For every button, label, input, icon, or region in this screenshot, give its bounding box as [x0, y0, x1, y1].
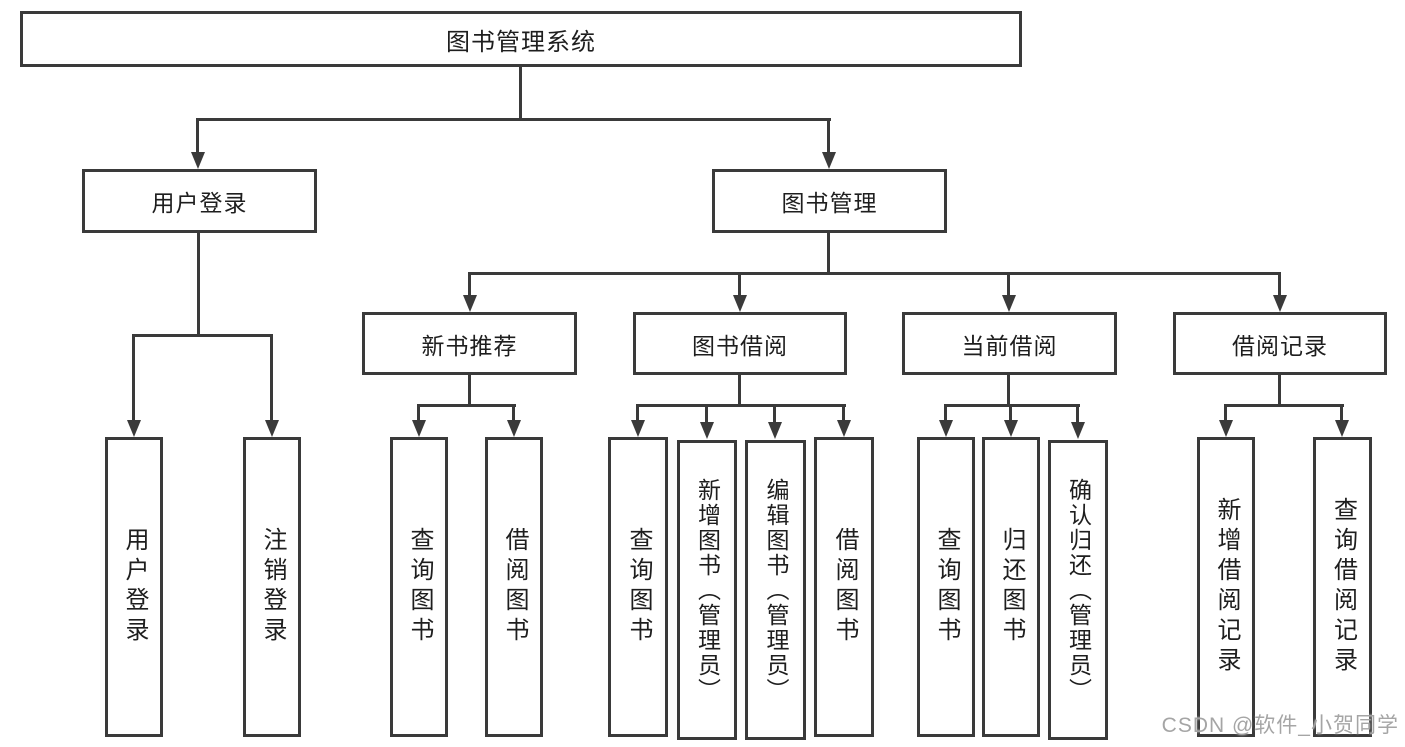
connector-to-leaf-logout	[270, 334, 273, 422]
connector-book-management-stem	[827, 233, 830, 275]
connector-borrowing-stem	[738, 375, 741, 407]
leaf-borrow-books-recommend-label: 借阅图书	[501, 527, 528, 647]
arrowhead-book-borrowing	[733, 295, 747, 312]
leaf-edit-books-admin: 编辑图书（管理员）	[745, 440, 806, 740]
node-root: 图书管理系统	[20, 11, 1022, 67]
arrowhead-current-borrowing	[1002, 295, 1016, 312]
leaf-user-login-label: 用户登录	[121, 527, 148, 647]
leaf-return-books: 归还图书	[982, 437, 1040, 737]
node-book-management-label: 图书管理	[781, 190, 878, 216]
connector-records-stem	[1278, 375, 1281, 407]
leaf-confirm-return-admin-label: 确认归还（管理员）	[1065, 477, 1092, 703]
connector-current-stem	[1007, 375, 1010, 407]
connector-to-confirm-return	[1076, 404, 1079, 422]
leaf-query-books-recommend: 查询图书	[390, 437, 448, 737]
leaf-query-books-current-label: 查询图书	[933, 527, 960, 647]
connector-to-book-management	[827, 118, 830, 154]
arrowhead-new-book-recommend	[463, 295, 477, 312]
leaf-add-borrow-record: 新增借阅记录	[1197, 437, 1255, 737]
connector-root-bar	[196, 118, 831, 121]
connector-to-add-books	[705, 404, 708, 422]
arrowhead-borrow-books-recommend	[507, 420, 521, 437]
connector-book-management-bar	[468, 272, 1281, 275]
connector-to-edit-books	[773, 404, 776, 422]
node-user-login: 用户登录	[82, 169, 317, 233]
arrowhead-query-books-recommend	[412, 420, 426, 437]
connector-to-add-borrow-record	[1224, 404, 1227, 422]
node-borrowing-records: 借阅记录	[1173, 312, 1387, 375]
connector-current-bar	[944, 404, 1080, 407]
connector-user-login-bar	[132, 334, 273, 337]
leaf-add-books-admin: 新增图书（管理员）	[677, 440, 737, 740]
node-book-borrowing-label: 图书借阅	[692, 332, 788, 359]
connector-to-borrow-books-recommend	[512, 404, 515, 422]
connector-records-bar	[1224, 404, 1344, 407]
connector-to-new-book-recommend	[468, 272, 471, 297]
leaf-user-login: 用户登录	[105, 437, 163, 737]
arrowhead-book-management	[822, 152, 836, 169]
connector-to-query-books-recommend	[417, 404, 420, 422]
leaf-query-books-borrowing: 查询图书	[608, 437, 668, 737]
arrowhead-leaf-logout	[265, 420, 279, 437]
leaf-add-borrow-record-label: 新增借阅记录	[1213, 497, 1240, 677]
connector-user-login-stem	[197, 233, 200, 337]
leaf-query-borrow-record: 查询借阅记录	[1313, 437, 1372, 737]
leaf-borrow-books-borrowing-label: 借阅图书	[831, 527, 858, 647]
node-current-borrowing-label: 当前借阅	[961, 332, 1058, 359]
connector-to-borrow-books-borrowing	[842, 404, 845, 422]
leaf-query-books-current: 查询图书	[917, 437, 975, 737]
node-root-label: 图书管理系统	[446, 28, 596, 56]
arrowhead-add-books	[700, 422, 714, 439]
arrowhead-query-books-current	[939, 420, 953, 437]
leaf-confirm-return-admin: 确认归还（管理员）	[1048, 440, 1108, 740]
arrowhead-query-borrow-record	[1335, 420, 1349, 437]
arrowhead-query-books-borrowing	[631, 420, 645, 437]
leaf-borrow-books-borrowing: 借阅图书	[814, 437, 874, 737]
leaf-edit-books-admin-label: 编辑图书（管理员）	[763, 477, 789, 703]
connector-recommend-stem	[468, 375, 471, 407]
arrowhead-borrow-books-borrowing	[837, 420, 851, 437]
leaf-query-books-recommend-label: 查询图书	[406, 527, 433, 647]
leaf-borrow-books-recommend: 借阅图书	[485, 437, 543, 737]
connector-root-stem	[519, 67, 522, 121]
connector-to-query-books-current	[944, 404, 947, 422]
connector-to-book-borrowing	[738, 272, 741, 297]
connector-to-query-borrow-record	[1340, 404, 1343, 422]
connector-to-user-login	[196, 118, 199, 154]
arrowhead-borrowing-records	[1273, 295, 1287, 312]
connector-to-query-books-borrowing	[636, 404, 639, 422]
node-new-book-recommend-label: 新书推荐	[421, 332, 518, 359]
leaf-query-borrow-record-label: 查询借阅记录	[1329, 497, 1357, 677]
node-book-management: 图书管理	[712, 169, 947, 233]
arrowhead-leaf-user-login	[127, 420, 141, 437]
arrowhead-add-borrow-record	[1219, 420, 1233, 437]
connector-to-leaf-user-login	[132, 334, 135, 422]
node-book-borrowing: 图书借阅	[633, 312, 847, 375]
connector-borrowing-bar	[636, 404, 846, 407]
connector-to-return-books	[1009, 404, 1012, 422]
leaf-return-books-label: 归还图书	[998, 527, 1025, 647]
arrowhead-confirm-return	[1071, 422, 1085, 439]
leaf-add-books-admin-label: 新增图书（管理员）	[694, 477, 721, 703]
leaf-logout: 注销登录	[243, 437, 301, 737]
leaf-query-books-borrowing-label: 查询图书	[625, 527, 652, 647]
connector-recommend-bar	[417, 404, 516, 407]
connector-to-borrowing-records	[1278, 272, 1281, 297]
watermark: CSDN @软件_小贺同学	[1161, 714, 1399, 737]
arrowhead-user-login	[191, 152, 205, 169]
node-current-borrowing: 当前借阅	[902, 312, 1117, 375]
connector-to-current-borrowing	[1007, 272, 1010, 297]
node-user-login-label: 用户登录	[151, 190, 248, 216]
arrowhead-edit-books	[768, 422, 782, 439]
leaf-logout-label: 注销登录	[259, 527, 286, 647]
node-new-book-recommend: 新书推荐	[362, 312, 577, 375]
node-borrowing-records-label: 借阅记录	[1232, 332, 1328, 359]
arrowhead-return-books	[1004, 420, 1018, 437]
